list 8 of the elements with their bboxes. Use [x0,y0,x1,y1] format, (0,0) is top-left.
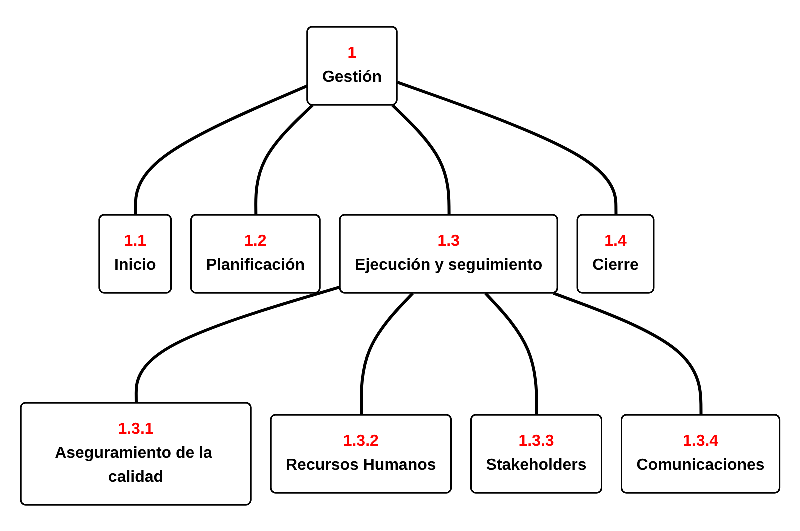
connector [254,104,314,216]
connector [360,292,414,415]
connector [391,104,450,216]
connector [134,285,341,404]
connector [484,292,538,416]
connector [396,80,618,216]
connector [552,292,702,416]
connector [134,84,308,216]
